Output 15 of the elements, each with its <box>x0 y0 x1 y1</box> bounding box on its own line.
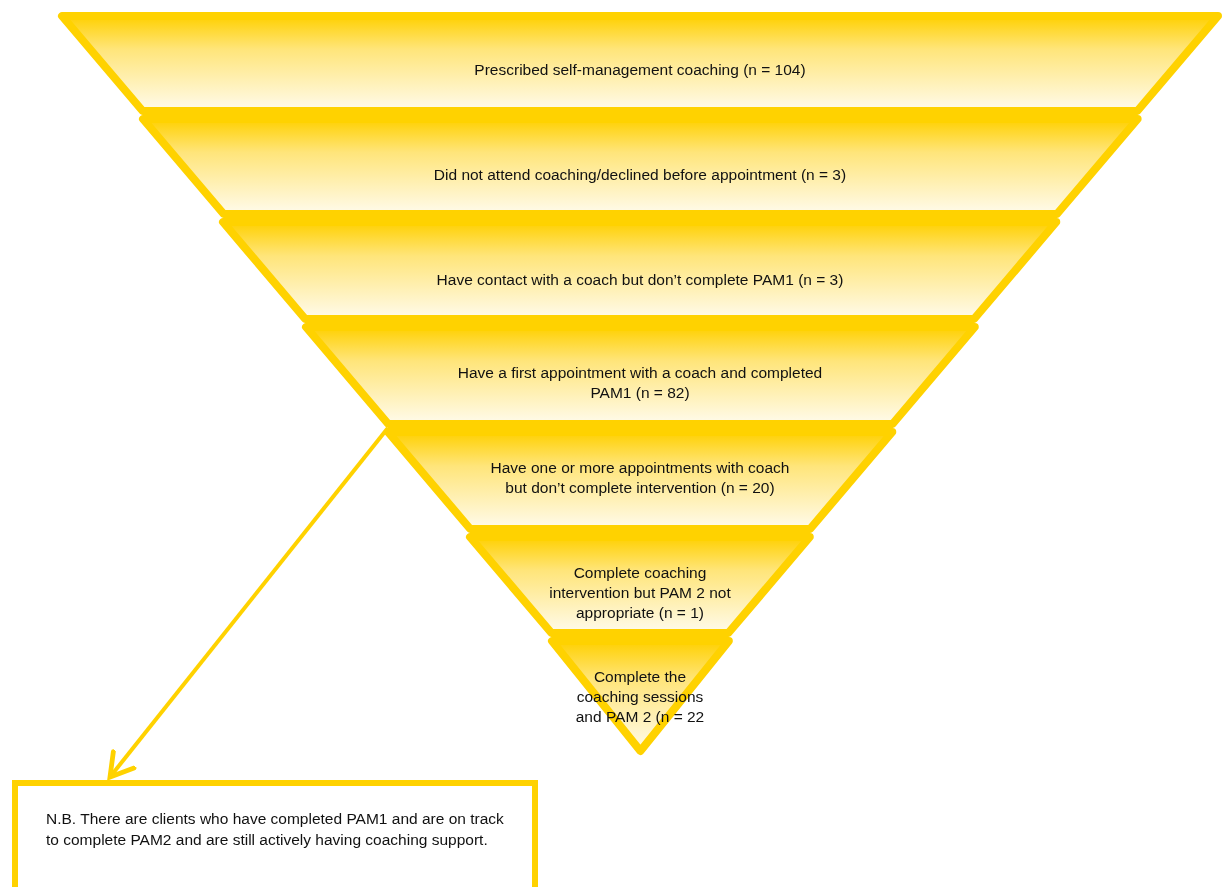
funnel-band <box>138 115 1142 218</box>
band-label: Have one or more appointments with coach but don’t complete intervention (n = 20) <box>490 458 790 498</box>
funnel-band <box>301 323 979 428</box>
band-label: Prescribed self-management coaching (n = 104) <box>473 60 807 80</box>
funnel-band <box>383 428 897 533</box>
band-label: Have a first appointment with a coach and completed PAM1 (n = 82) <box>456 363 824 403</box>
funnel-band <box>58 12 1222 115</box>
note-text: N.B. There are clients who have completed PAM1 and are on track to complete PAM2 and are still actively having coaching support. <box>46 809 505 850</box>
funnel-band <box>547 637 733 755</box>
band-label: Did not attend coaching/declined before appointment (n = 3) <box>432 165 848 185</box>
funnel-band <box>466 533 814 637</box>
band-label: Complete coaching intervention but PAM 2 not appropriate (n = 1) <box>548 563 732 623</box>
funnel-band <box>219 218 1061 323</box>
note-box <box>12 780 538 887</box>
band-label: Have contact with a coach but don’t complete PAM1 (n = 3) <box>435 270 845 290</box>
